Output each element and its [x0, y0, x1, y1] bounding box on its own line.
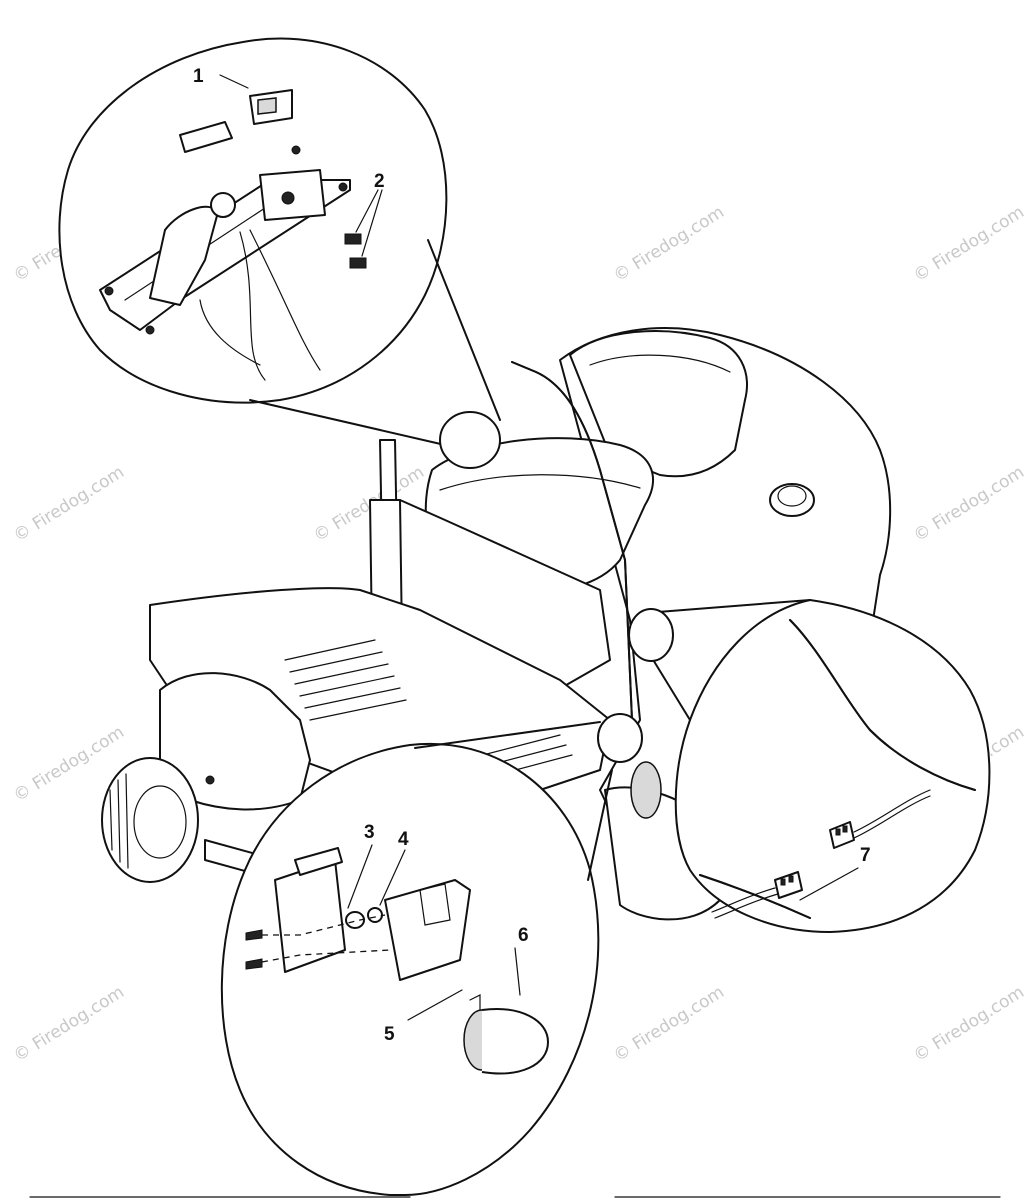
watermark: © Firedog.com: [610, 202, 728, 286]
callout-4: 4: [398, 829, 409, 850]
detail-control-panel: [58, 37, 501, 469]
callout-labels: 1 2 3 4 5 6 7: [193, 66, 871, 1045]
callout-7: 7: [860, 845, 871, 866]
watermark: © Firedog.com: [910, 462, 1028, 546]
watermark: © Firedog.com: [610, 982, 728, 1066]
watermark: © Firedog.com: [910, 202, 1028, 286]
detail-light-bracket: [220, 713, 643, 1196]
callout-6: 6: [518, 925, 529, 946]
callout-5: 5: [384, 1024, 395, 1045]
watermark: © Firedog.com: [910, 982, 1028, 1066]
callout-1: 1: [193, 66, 204, 87]
watermark: © Firedog.com: [10, 982, 128, 1066]
watermark: © Firedog.com: [10, 462, 128, 546]
callout-2: 2: [374, 171, 385, 192]
callout-3: 3: [364, 822, 375, 843]
detail-wire-harness: [628, 599, 991, 933]
